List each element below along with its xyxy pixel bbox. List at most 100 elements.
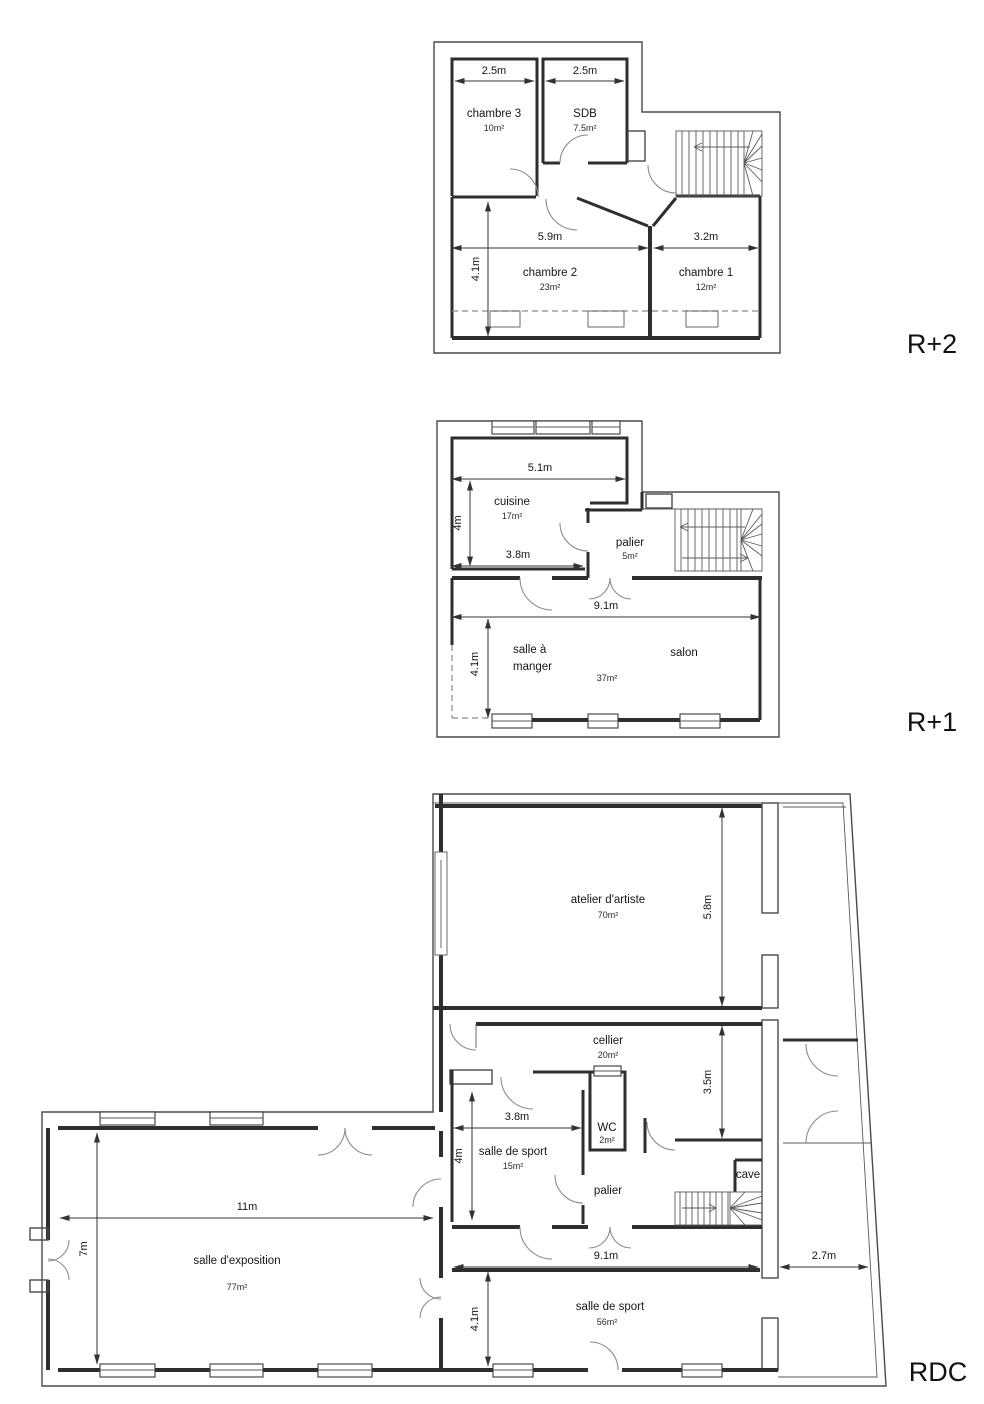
r1-door-salle-a-manger — [519, 577, 553, 611]
dim-sport1-height: 4m — [453, 1148, 465, 1163]
r1-outer-boundary — [436, 420, 780, 738]
floor-plan-rdc: 5.8m 3.5m 3.8m 4m 9.1m 2.7m 4.1m 11m 7m … — [29, 793, 968, 1387]
rdc-door-sport2-bottom — [589, 1341, 619, 1371]
area-label-sdb: 7.5m² — [573, 123, 596, 133]
area-label-cuisine: 17m² — [502, 511, 523, 521]
r2-dimensions: 2.5m 2.5m 5.9m 3.2m 4.1m — [451, 65, 759, 337]
rdc-outer-boundary — [41, 793, 887, 1387]
rdc-door-corridor — [519, 1226, 553, 1260]
dim-sport1-width: 3.8m — [505, 1111, 529, 1123]
floor-plan-r1: 5.1m 4m 3.8m 9.1m 4.1m cuisine 17m² pali… — [436, 420, 957, 738]
room-label-chambre2: chambre 2 — [523, 267, 577, 279]
room-label-sdb: SDB — [573, 108, 597, 120]
r2-door-sdb — [559, 134, 589, 164]
room-label-cuisine: cuisine — [494, 496, 530, 508]
rdc-room-labels: atelier d'artiste 70m² cellier 20m² WC 2… — [193, 894, 760, 1327]
floor-plan-r2: 2.5m 2.5m 5.9m 3.2m 4.1m chambre 3 10m² … — [433, 41, 957, 359]
dim-salon-height: 4.1m — [469, 652, 481, 676]
r2-door-chambre2 — [545, 198, 578, 231]
r1-stairs — [642, 493, 763, 572]
room-label-wc: WC — [597, 1122, 616, 1134]
room-label-salle-a-manger-2: manger — [513, 661, 552, 673]
dim-cuisine-height: 4m — [452, 515, 464, 530]
dim-sport2-width: 9.1m — [594, 1250, 618, 1262]
rdc-double-door-corridor-left — [588, 1226, 611, 1249]
room-label-chambre1: chambre 1 — [679, 267, 733, 279]
r2-door-stairs — [647, 164, 677, 194]
r1-stairs-arrow-down — [682, 553, 749, 563]
dim-chambre2-width: 5.9m — [538, 231, 562, 243]
room-label-palier-rdc: palier — [594, 1185, 622, 1197]
dim-cuisine-width: 5.1m — [528, 462, 552, 474]
rdc-walls — [29, 794, 871, 1372]
room-label-expo: salle d'exposition — [193, 1255, 280, 1267]
room-label-sport2: salle de sport — [576, 1301, 645, 1313]
floor-label-rdc: RDC — [909, 1357, 968, 1387]
area-label-atelier: 70m² — [598, 910, 619, 920]
room-label-cellier: cellier — [593, 1035, 623, 1047]
rdc-door-strip-upper — [805, 1043, 839, 1077]
area-label-palier-r1: 5m² — [622, 551, 638, 561]
r1-door-cuisine — [559, 522, 589, 552]
r2-attic-line — [452, 310, 760, 328]
dim-atelier-height: 5.8m — [702, 895, 714, 919]
dim-expo-height: 7m — [78, 1241, 90, 1256]
room-label-atelier: atelier d'artiste — [571, 894, 645, 906]
dim-sdb-width: 2.5m — [573, 65, 597, 77]
dim-chambre3-width: 2.5m — [482, 65, 506, 77]
rdc-door-palier-top — [646, 1121, 676, 1151]
area-label-expo: 77m² — [227, 1282, 248, 1292]
r1-double-door-salon-right — [609, 577, 632, 600]
r1-doors — [519, 522, 632, 611]
area-label-sport2: 56m² — [597, 1317, 618, 1327]
rdc-double-door-expo-top — [419, 1277, 442, 1300]
dim-chambre1-width: 3.2m — [694, 231, 718, 243]
r2-stairs-direction-arrow — [693, 142, 750, 152]
dim-sport2-height: 4.1m — [469, 1307, 481, 1331]
area-label-chambre1: 12m² — [696, 282, 717, 292]
r2-room-labels: chambre 3 10m² SDB 7.5m² chambre 2 23m² … — [467, 108, 733, 292]
r2-door-chambre3 — [509, 168, 539, 198]
rdc-double-door-expo-bottom — [419, 1296, 442, 1319]
r1-stairs-arrow-up — [679, 522, 745, 532]
rdc-doors — [47, 1023, 839, 1371]
rdc-door-sport1-palier — [554, 1174, 584, 1204]
rdc-double-door-expo-entry-bottom — [344, 1127, 373, 1156]
rdc-stairs-arrow — [682, 1203, 717, 1213]
floor-label-r2: R+2 — [907, 329, 957, 359]
rdc-double-door-expo-left-bottom — [47, 1258, 70, 1281]
area-label-sport1: 15m² — [503, 1161, 524, 1171]
dim-cellier-height: 3.5m — [702, 1070, 714, 1094]
rdc-door-expo-upper — [412, 1178, 442, 1208]
r1-double-door-salon-left — [588, 577, 611, 600]
area-label-wc: 2m² — [599, 1135, 615, 1145]
room-label-salon: salon — [670, 647, 698, 659]
rdc-door-strip-lower — [805, 1110, 839, 1144]
floor-label-r1: R+1 — [907, 707, 957, 737]
dim-salon-width: 9.1m — [594, 600, 618, 612]
rdc-door-sport1 — [500, 1076, 534, 1110]
rdc-dimensions: 5.8m 3.5m 3.8m 4m 9.1m 2.7m 4.1m 11m 7m — [59, 807, 869, 1367]
rdc-double-door-expo-entry-top — [317, 1127, 346, 1156]
rdc-double-door-expo-left-top — [47, 1239, 70, 1262]
dim-expo-width: 11m — [237, 1201, 258, 1213]
dim-cuisine-lower-width: 3.8m — [506, 549, 530, 561]
r2-stairs — [675, 130, 763, 197]
r1-room-labels: cuisine 17m² palier 5m² salle à manger s… — [494, 496, 698, 683]
r2-walls — [450, 57, 762, 340]
rdc-double-door-corridor-right — [609, 1226, 632, 1249]
r2-doors — [509, 134, 677, 231]
r2-outer-boundary — [433, 41, 781, 354]
rdc-windows — [99, 1111, 723, 1378]
dim-strip-width: 2.7m — [812, 1250, 836, 1262]
room-label-palier-r1: palier — [616, 537, 644, 549]
room-label-sport1: salle de sport — [479, 1146, 548, 1158]
room-label-cave: cave — [736, 1169, 760, 1181]
room-label-chambre3: chambre 3 — [467, 108, 521, 120]
area-label-salon: 37m² — [597, 673, 618, 683]
room-label-salle-a-manger-1: salle à — [513, 644, 547, 656]
r1-windows — [491, 420, 721, 729]
rdc-door-cellier — [449, 1023, 477, 1051]
